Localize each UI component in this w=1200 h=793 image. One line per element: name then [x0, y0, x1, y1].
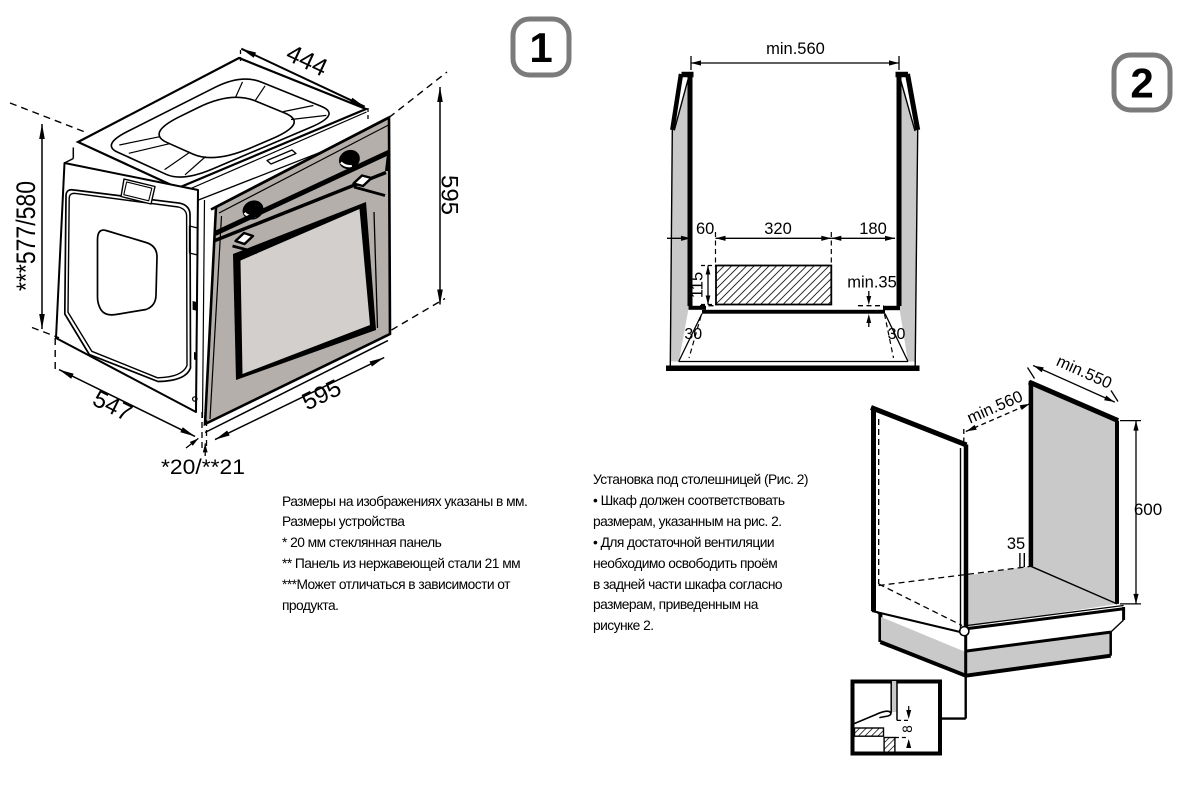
svg-text:600: 600: [1134, 500, 1162, 519]
svg-text:8: 8: [900, 725, 915, 733]
svg-text:2: 2: [1130, 60, 1153, 107]
svg-text:60: 60: [696, 220, 714, 238]
svg-text:min.560: min.560: [766, 40, 825, 58]
svg-text:115: 115: [689, 272, 707, 298]
svg-text:180: 180: [859, 220, 887, 238]
svg-text:30: 30: [888, 326, 906, 343]
svg-text:595: 595: [436, 175, 463, 215]
svg-text:min.550: min.550: [1054, 352, 1115, 392]
svg-text:1: 1: [529, 24, 552, 71]
svg-text:min.35: min.35: [847, 274, 897, 292]
svg-text:547: 547: [88, 385, 136, 427]
svg-text:***577/580: ***577/580: [11, 181, 41, 291]
svg-text:30: 30: [684, 326, 702, 343]
svg-text:min.560: min.560: [965, 387, 1026, 427]
svg-text:*20/**21: *20/**21: [161, 455, 245, 479]
svg-text:320: 320: [764, 220, 792, 238]
svg-text:595: 595: [298, 374, 346, 416]
svg-text:35: 35: [1007, 535, 1025, 553]
svg-text:444: 444: [282, 39, 332, 82]
